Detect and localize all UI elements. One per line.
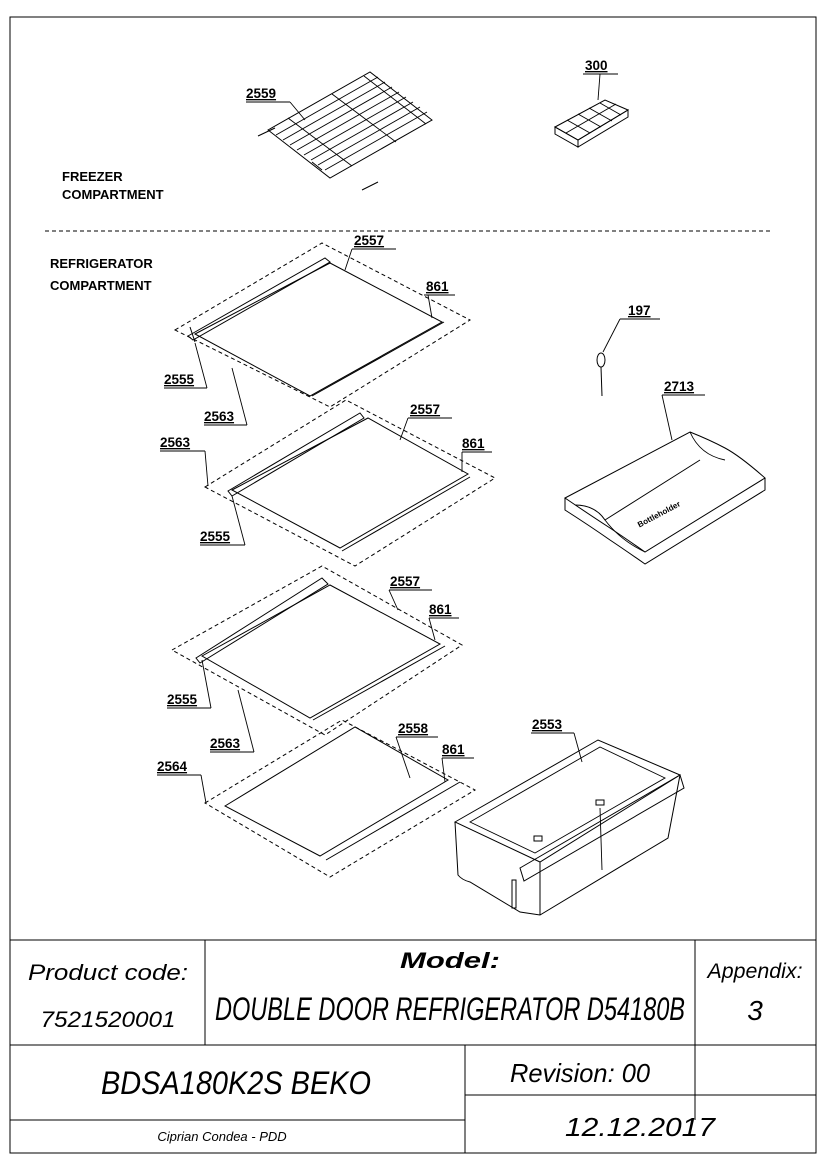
- label-2557-a: 2557: [354, 233, 384, 248]
- refrigerator-label-line1: REFRIGERATOR: [50, 256, 153, 271]
- label-2559: 2559: [246, 86, 276, 101]
- label-2564: 2564: [157, 759, 188, 774]
- label-2563-b: 2563: [160, 435, 191, 450]
- product-code-value: 7521520001: [41, 1007, 176, 1032]
- freezer-label-line1: FREEZER: [62, 169, 123, 184]
- glass-shelf-bottom: [204, 719, 477, 878]
- label-861-c: 861: [429, 602, 452, 617]
- label-2563-a: 2563: [204, 409, 235, 424]
- glass-shelf-1: [173, 242, 472, 408]
- author: Ciprian Condea - PDD: [157, 1129, 286, 1144]
- model-name: DOUBLE DOOR REFRIGERATOR D54180B: [215, 991, 685, 1027]
- title-block: [10, 939, 816, 1153]
- label-2555-b: 2555: [200, 529, 231, 544]
- label-197: 197: [628, 303, 651, 318]
- egg-holder-clip: [596, 352, 606, 397]
- brand-model: BDSA180K2S BEKO: [101, 1065, 371, 1101]
- label-2558: 2558: [398, 721, 429, 736]
- appendix-label: Appendix:: [705, 960, 802, 983]
- label-861-a: 861: [426, 279, 449, 294]
- label-2563-c: 2563: [210, 736, 241, 751]
- product-code-label: Product code:: [28, 960, 188, 985]
- label-2553: 2553: [532, 717, 563, 732]
- label-2555-a: 2555: [164, 372, 195, 387]
- ice-tray: [553, 99, 630, 148]
- label-2555-c: 2555: [167, 692, 198, 707]
- bottle-holder: Bottleholder: [564, 431, 766, 565]
- model-label: Model:: [400, 948, 500, 973]
- freezer-label-line2: COMPARTMENT: [62, 187, 164, 202]
- label-2557-c: 2557: [390, 574, 420, 589]
- wire-shelf: [257, 71, 433, 191]
- drawing-border: [9, 16, 817, 1154]
- appendix-value: 3: [747, 995, 763, 1026]
- revision: Revision: 00: [510, 1058, 651, 1088]
- label-300: 300: [585, 58, 608, 73]
- drawing-date: 12.12.2017: [565, 1112, 717, 1142]
- bottle-holder-text: Bottleholder: [636, 499, 682, 529]
- label-2713: 2713: [664, 379, 695, 394]
- glass-shelf-2: [203, 399, 497, 567]
- label-861-d: 861: [442, 742, 465, 757]
- crisper-drawer: [453, 739, 685, 916]
- label-861-b: 861: [462, 436, 485, 451]
- label-2557-b: 2557: [410, 402, 440, 417]
- leaders: [157, 73, 705, 804]
- refrigerator-label-line2: COMPARTMENT: [50, 278, 152, 293]
- glass-shelf-3: [170, 565, 463, 736]
